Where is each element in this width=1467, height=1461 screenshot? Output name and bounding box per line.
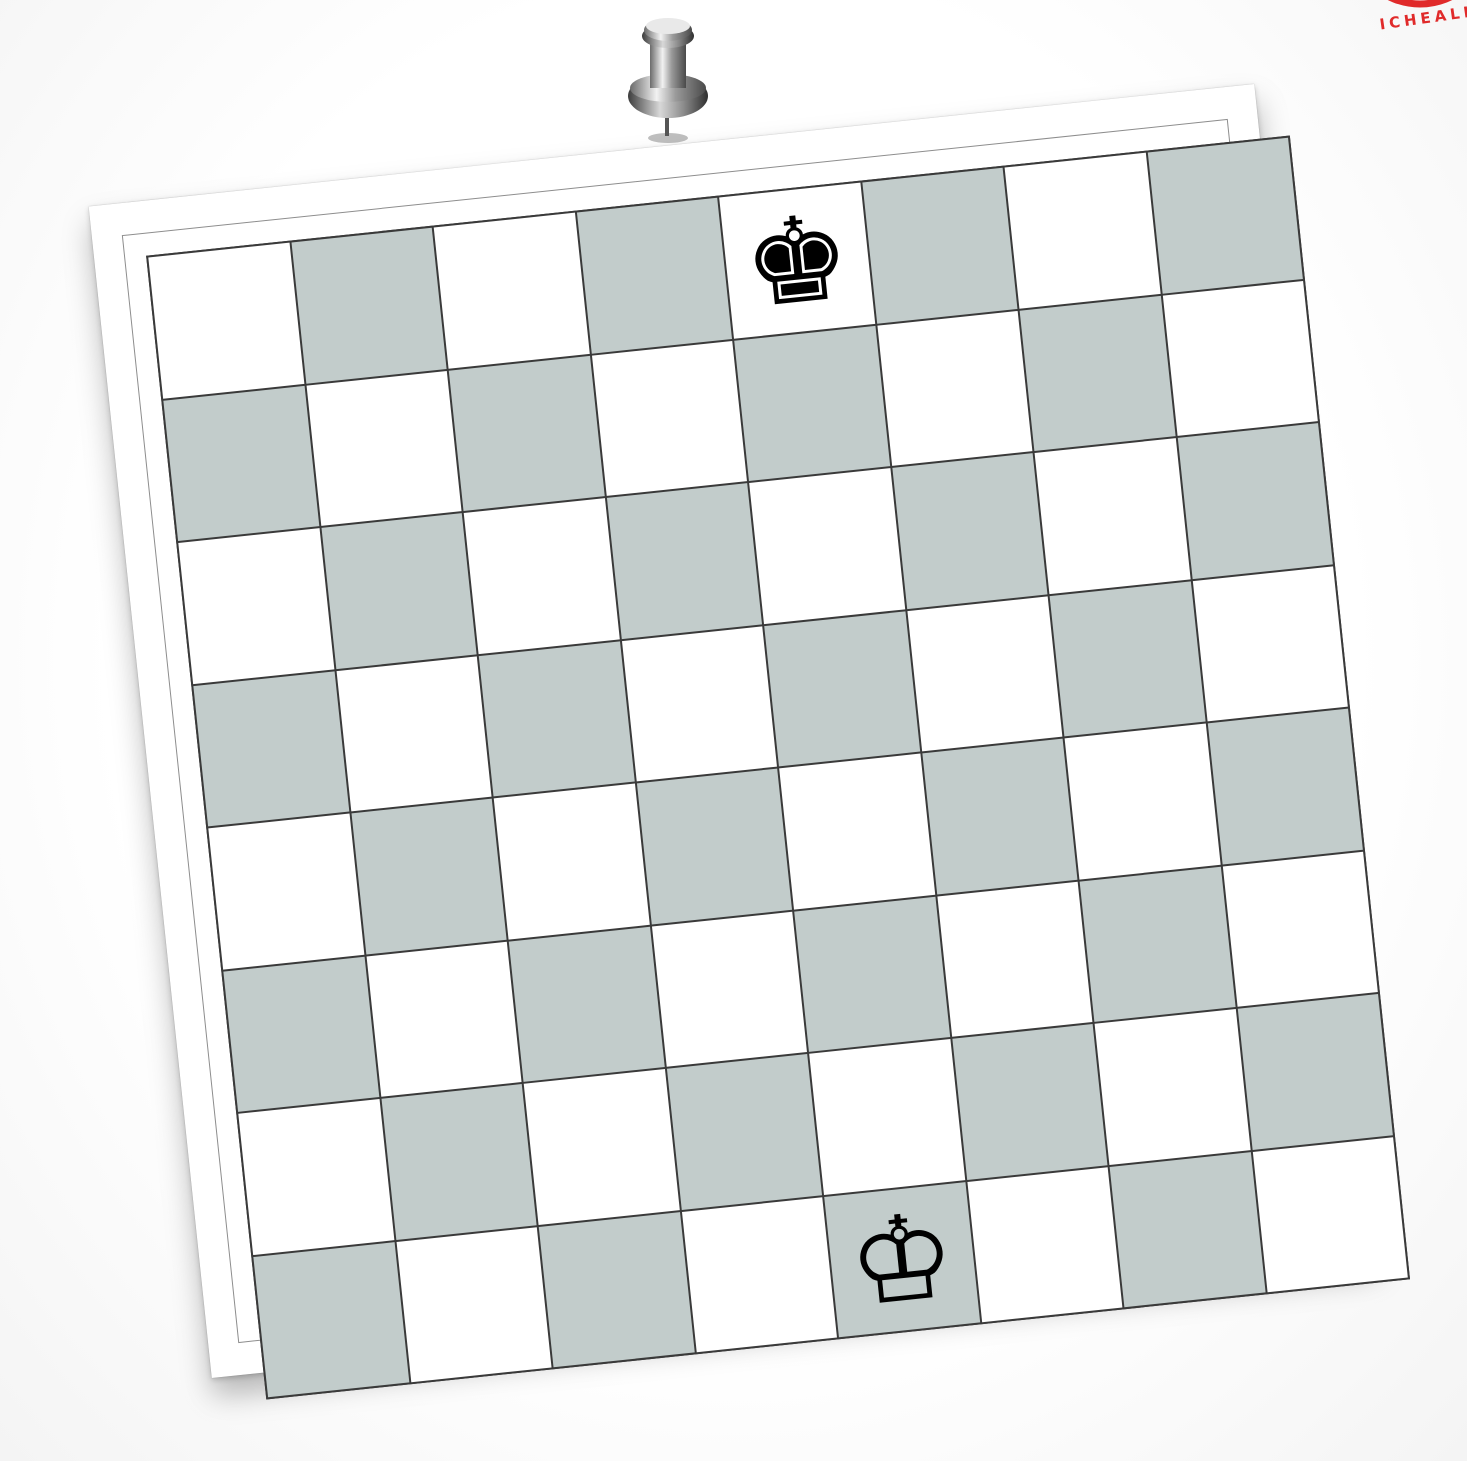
square-d2[interactable]	[666, 1054, 822, 1210]
square-a8[interactable]	[148, 243, 304, 399]
square-f1[interactable]	[967, 1167, 1123, 1323]
square-c3[interactable]	[509, 926, 665, 1082]
square-g2[interactable]	[1095, 1009, 1251, 1165]
square-g3[interactable]	[1080, 866, 1236, 1022]
square-f5[interactable]	[907, 596, 1063, 752]
square-c2[interactable]	[524, 1069, 680, 1225]
square-e6[interactable]	[749, 468, 905, 624]
square-c6[interactable]	[464, 498, 620, 654]
square-b7[interactable]	[306, 370, 462, 526]
square-a5[interactable]	[193, 671, 349, 827]
square-f2[interactable]	[952, 1024, 1108, 1180]
square-d3[interactable]	[651, 911, 807, 1067]
square-g5[interactable]	[1050, 581, 1206, 737]
stamp-logo: ICHEALL.	[1340, 0, 1467, 44]
square-h1[interactable]	[1252, 1137, 1408, 1293]
square-a7[interactable]	[163, 385, 319, 541]
square-e1[interactable]: ♔	[824, 1182, 980, 1338]
white-king-icon[interactable]: ♔	[843, 1195, 961, 1323]
square-b4[interactable]	[351, 799, 507, 955]
square-d4[interactable]	[636, 769, 792, 925]
square-c5[interactable]	[479, 641, 635, 797]
square-f8[interactable]	[862, 168, 1018, 324]
square-g7[interactable]	[1020, 295, 1176, 451]
square-f6[interactable]	[892, 453, 1048, 609]
square-b2[interactable]	[381, 1084, 537, 1240]
square-f7[interactable]	[877, 310, 1033, 466]
square-e2[interactable]	[809, 1039, 965, 1195]
square-h6[interactable]	[1177, 423, 1333, 579]
black-king-icon[interactable]: ♚	[738, 196, 856, 324]
square-e4[interactable]	[779, 754, 935, 910]
square-c4[interactable]	[494, 784, 650, 940]
square-b3[interactable]	[366, 941, 522, 1097]
square-b6[interactable]	[321, 513, 477, 669]
square-c8[interactable]	[434, 213, 590, 369]
square-e8[interactable]: ♚	[719, 183, 875, 339]
square-h8[interactable]	[1147, 138, 1303, 294]
square-h3[interactable]	[1222, 851, 1378, 1007]
square-f4[interactable]	[922, 739, 1078, 895]
square-g8[interactable]	[1005, 153, 1161, 309]
square-a6[interactable]	[178, 528, 334, 684]
square-d6[interactable]	[606, 483, 762, 639]
square-h4[interactable]	[1207, 709, 1363, 865]
push-pin-icon	[622, 6, 714, 146]
square-g4[interactable]	[1065, 724, 1221, 880]
square-a3[interactable]	[223, 956, 379, 1112]
square-a2[interactable]	[238, 1099, 394, 1255]
square-d7[interactable]	[591, 340, 747, 496]
square-f3[interactable]	[937, 881, 1093, 1037]
square-d1[interactable]	[681, 1197, 837, 1353]
square-h7[interactable]	[1162, 280, 1318, 436]
square-a4[interactable]	[208, 814, 364, 970]
square-e5[interactable]	[764, 611, 920, 767]
square-c1[interactable]	[539, 1212, 695, 1368]
square-a1[interactable]	[253, 1242, 409, 1398]
square-e3[interactable]	[794, 896, 950, 1052]
square-h5[interactable]	[1192, 566, 1348, 722]
square-g6[interactable]	[1035, 438, 1191, 594]
square-b5[interactable]	[336, 656, 492, 812]
square-g1[interactable]	[1110, 1152, 1266, 1308]
square-c7[interactable]	[449, 355, 605, 511]
square-e7[interactable]	[734, 325, 890, 481]
square-d5[interactable]	[621, 626, 777, 782]
square-d8[interactable]	[576, 198, 732, 354]
square-b8[interactable]	[291, 228, 447, 384]
square-h2[interactable]	[1237, 994, 1393, 1150]
square-b1[interactable]	[396, 1227, 552, 1383]
paper-sheet: ♚♔	[89, 84, 1378, 1378]
chess-board[interactable]: ♚♔	[146, 136, 1410, 1400]
